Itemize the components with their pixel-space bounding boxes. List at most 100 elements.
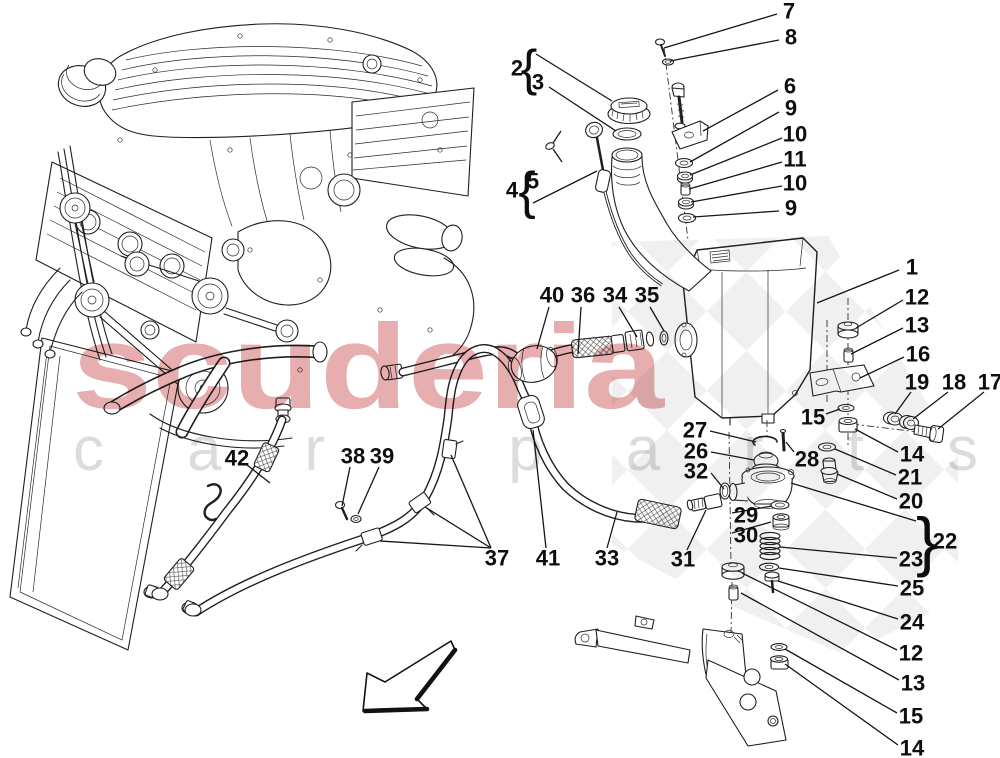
leader-line bbox=[424, 506, 492, 549]
leader-line bbox=[649, 306, 665, 332]
callout-number: 17 bbox=[978, 370, 1000, 395]
callout-number: 27 bbox=[683, 418, 707, 443]
callout-number: 35 bbox=[635, 283, 659, 308]
callout-number: 12 bbox=[905, 285, 929, 310]
leader-line bbox=[686, 509, 707, 551]
callout-number: 20 bbox=[899, 489, 923, 514]
callout-number: 11 bbox=[783, 147, 806, 172]
spacer-11 bbox=[680, 182, 691, 196]
callout-number: 6 bbox=[784, 74, 796, 99]
leader-line bbox=[784, 663, 899, 746]
callout-19: 19 bbox=[894, 370, 929, 415]
callout-17: 17 bbox=[937, 370, 1000, 430]
callout-number: 12 bbox=[899, 641, 923, 666]
leader-line bbox=[552, 148, 563, 163]
callout-30: 30 bbox=[731, 521, 772, 548]
leader-line bbox=[692, 210, 780, 218]
callout-10: 10 bbox=[690, 171, 807, 203]
callout-26: 26 bbox=[684, 439, 755, 464]
oil-filler-cap bbox=[607, 97, 651, 125]
callout-27: 27 bbox=[683, 418, 757, 443]
hose-clamp-1 bbox=[441, 438, 464, 460]
callout-number: 31 bbox=[671, 547, 695, 572]
callout-number: 8 bbox=[785, 25, 797, 50]
washer-15b bbox=[770, 643, 788, 651]
callout-number: 14 bbox=[900, 442, 925, 467]
callout-31: 31 bbox=[671, 509, 707, 572]
callout-14: 14 bbox=[784, 663, 925, 758]
callout-23: 23 bbox=[779, 546, 923, 572]
leader-line bbox=[689, 137, 783, 176]
callout-number: 2 bbox=[511, 56, 523, 81]
long-bolt bbox=[671, 82, 685, 124]
grouping-brace: } bbox=[916, 504, 938, 578]
callout-number: 9 bbox=[785, 96, 797, 121]
leader-line bbox=[577, 306, 582, 355]
callout-number: 13 bbox=[901, 671, 925, 696]
callout-number: 4 bbox=[506, 178, 519, 203]
hose-clip-hook bbox=[203, 483, 222, 522]
leader-line bbox=[246, 464, 271, 484]
callout-number: 28 bbox=[795, 447, 819, 472]
callout-number: 19 bbox=[905, 370, 929, 395]
leader-line bbox=[785, 441, 795, 453]
callout-9: 9 bbox=[689, 96, 797, 163]
callout-4: 4 bbox=[506, 170, 598, 204]
leader-line bbox=[536, 306, 550, 350]
leader-line bbox=[779, 546, 898, 559]
watermark: scuderia car parts bbox=[72, 236, 978, 655]
callout-12: 12 bbox=[741, 572, 923, 666]
leader-line bbox=[688, 161, 783, 190]
hose-clamp-2 bbox=[408, 492, 435, 516]
leader-line bbox=[790, 482, 917, 522]
bracket-6 bbox=[671, 120, 709, 150]
leader-line bbox=[379, 540, 492, 549]
callout-number: 14 bbox=[900, 736, 925, 758]
damper-40 bbox=[508, 345, 558, 383]
callout-number: 1 bbox=[906, 255, 918, 280]
callout-number: 40 bbox=[540, 283, 564, 308]
callout-number: 38 bbox=[341, 444, 365, 469]
callout-11: 11 bbox=[688, 147, 807, 190]
callout-number: 5 bbox=[527, 169, 539, 194]
callout-32: 32 bbox=[684, 459, 725, 490]
callout-14: 14 bbox=[854, 428, 925, 467]
callout-number: 25 bbox=[900, 576, 924, 601]
callout-number: 41 bbox=[536, 546, 560, 571]
leader-line bbox=[740, 592, 900, 681]
leader-line bbox=[548, 86, 617, 132]
callout-number: 26 bbox=[684, 439, 708, 464]
callout-29: 29 bbox=[731, 503, 773, 528]
leader-line bbox=[731, 521, 772, 534]
leader-line bbox=[836, 473, 898, 500]
leader-line bbox=[834, 448, 897, 476]
leader-line bbox=[702, 89, 779, 132]
leader-line bbox=[850, 327, 904, 355]
leader-line bbox=[709, 430, 757, 443]
callout-6: 6 bbox=[702, 74, 796, 132]
callout-number: 3 bbox=[532, 70, 544, 95]
nut-14b bbox=[769, 655, 789, 670]
leader-line bbox=[450, 454, 492, 549]
leader-line bbox=[859, 356, 905, 379]
harlequin-pattern bbox=[612, 236, 958, 655]
callout-3: 3 bbox=[532, 70, 617, 132]
leader-line bbox=[606, 511, 618, 549]
callout-5: 5 bbox=[527, 130, 563, 194]
callout-number: 13 bbox=[905, 313, 929, 338]
callout-33: 33 bbox=[595, 511, 619, 571]
callout-36: 36 bbox=[571, 283, 595, 355]
callout-22: 22 bbox=[790, 482, 957, 554]
support-bracket bbox=[574, 615, 787, 747]
leader-line bbox=[912, 391, 949, 420]
leader-line bbox=[855, 299, 904, 329]
leader-line bbox=[741, 572, 898, 651]
callout-number: 15 bbox=[801, 405, 825, 430]
leader-line bbox=[357, 466, 380, 515]
callout-9: 9 bbox=[692, 196, 797, 221]
callout-number: 39 bbox=[370, 444, 394, 469]
dipstick-seal bbox=[545, 142, 555, 150]
callout-number: 32 bbox=[684, 459, 708, 484]
